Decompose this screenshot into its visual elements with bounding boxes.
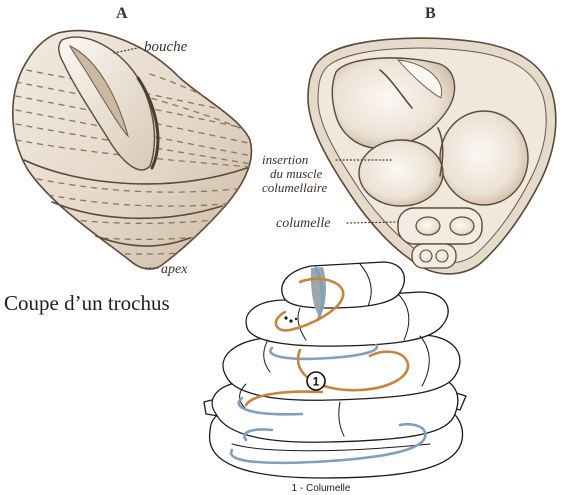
panel-a-label: A: [116, 5, 128, 22]
insertion-label-line-2: du muscle: [270, 166, 323, 181]
insertion-label-line-1: insertion: [262, 152, 308, 167]
trochus-section-diagram: 1: [204, 262, 466, 478]
marker-number: 1: [313, 375, 320, 389]
apex-label: apex: [161, 262, 188, 277]
chamber-lower-hole-left: [416, 217, 440, 235]
legend-columelle: 1 - Columelle: [292, 483, 351, 494]
chamber-lower-hole-right: [450, 217, 474, 235]
shell-b-cross-section: insertion du muscle columellaire columel…: [262, 38, 556, 274]
aperture-dot: [289, 319, 292, 322]
columelle-label: columelle: [276, 216, 330, 231]
bouche-label: bouche: [144, 39, 188, 55]
aperture-dot: [284, 316, 287, 319]
whorl-apical: [282, 262, 405, 308]
shell-a-exterior: bouche apex: [5, 31, 262, 277]
panel-b-label: B: [425, 5, 436, 22]
chamber-apical: [412, 244, 456, 268]
insertion-label-line-3: columellaire: [262, 180, 327, 195]
chamber-middle: [359, 140, 443, 206]
chamber-apical-hole-right: [436, 250, 448, 262]
chamber-right: [440, 111, 528, 205]
section-caption: Coupe d’un trochus: [4, 291, 170, 315]
chamber-apical-hole-left: [420, 250, 432, 262]
aperture-dot: [295, 318, 297, 320]
